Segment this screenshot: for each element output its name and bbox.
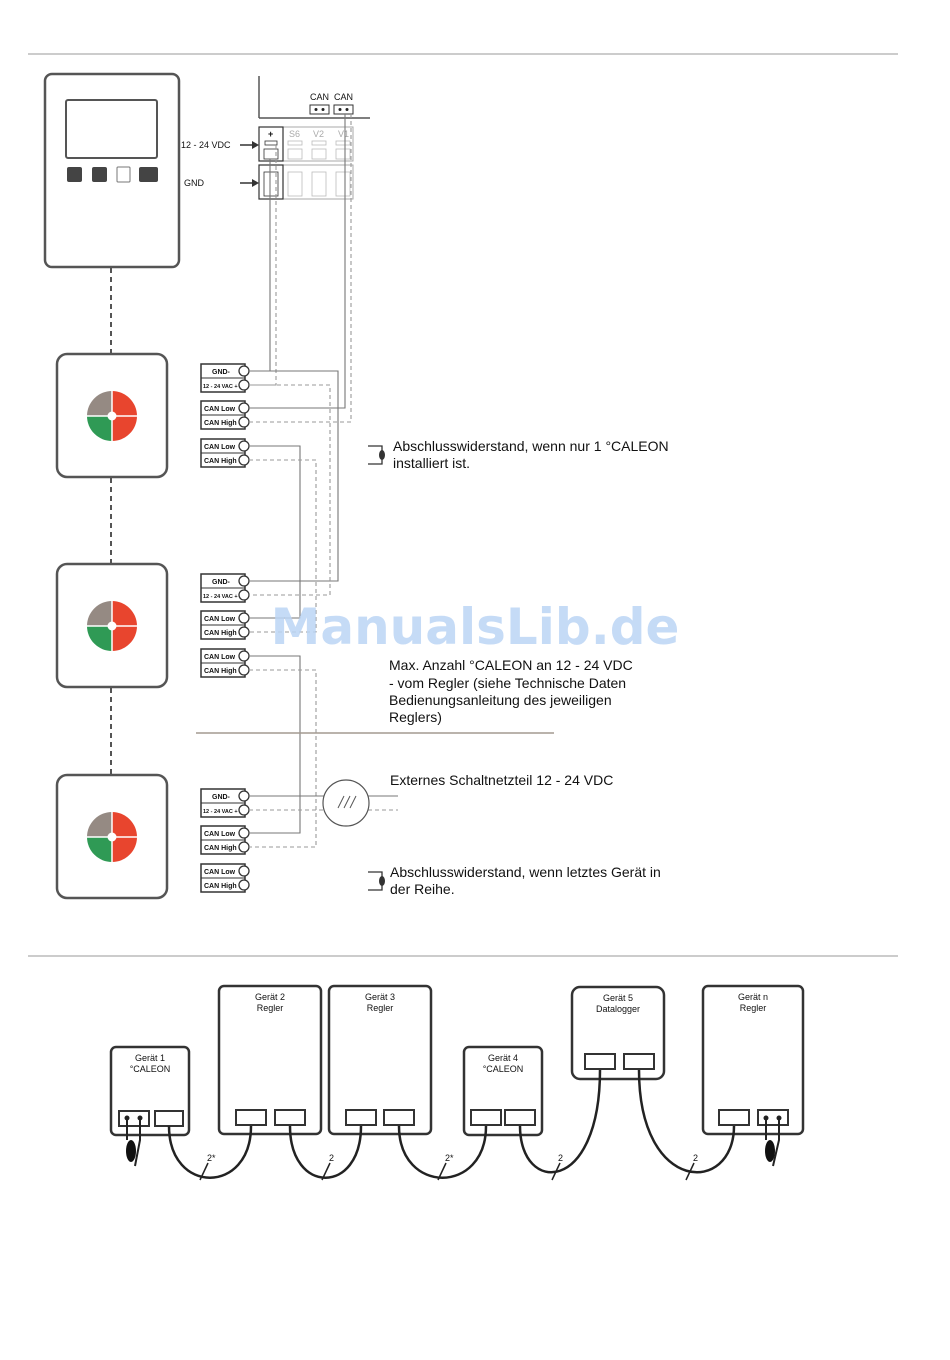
device-2-type: Regler — [257, 1003, 284, 1013]
can-low-terminal-label: CAN Low — [204, 654, 236, 661]
caleon-module-2 — [55, 562, 169, 689]
vac-terminal-label: 12 - 24 VAC + — [203, 594, 238, 600]
wiring — [249, 114, 398, 848]
device-1-type: °CALEON — [130, 1064, 171, 1074]
caleon-module-3 — [55, 773, 169, 900]
gnd-terminal-label: GND- — [212, 579, 231, 586]
controller-button-4 — [139, 167, 158, 182]
device-5: Gerät 5 Datalogger — [570, 985, 666, 1081]
cables — [167, 1069, 736, 1179]
terminator-resistor-icon — [765, 1118, 780, 1167]
gnd-terminal-label: GND- — [212, 794, 231, 801]
can-high-terminal-label: CAN High — [204, 668, 237, 675]
can-high-terminal-label: CAN High — [204, 883, 237, 890]
device-4: Gerät 4 °CALEON — [462, 1045, 544, 1137]
can-low-terminal-label: CAN Low — [204, 444, 236, 451]
device-3-type: Regler — [367, 1003, 394, 1013]
gnd-label: GND — [184, 178, 205, 188]
can-label-1: CAN — [310, 92, 329, 102]
caleon-dial-icon — [87, 812, 137, 862]
note-terminator-1-line-2: installiert ist. — [393, 455, 470, 471]
terminal-block: CAN CAN + S6 V2 V1 — [258, 76, 370, 200]
note-terminator-last-line-1: Abschlusswiderstand, wenn letztes Gerät … — [390, 864, 661, 880]
terminator-resistor-icon — [379, 876, 385, 886]
cable-label-4: 2 — [558, 1153, 563, 1163]
note-max-line-3: Bedienungsanleitung des jeweiligen — [389, 692, 612, 708]
watermark: ManualsLib.de — [271, 598, 680, 656]
device-n-name: Gerät n — [738, 992, 768, 1002]
controller-button-2 — [92, 167, 107, 182]
device-5-name: Gerät 5 — [603, 993, 633, 1003]
can-low-terminal-label: CAN Low — [204, 616, 236, 623]
cable-label-2: 2 — [329, 1153, 334, 1163]
device-1-name: Gerät 1 — [135, 1053, 165, 1063]
controller — [43, 72, 181, 269]
can-high-terminal-label: CAN High — [204, 630, 237, 637]
cable-label-3: 2* — [445, 1153, 454, 1163]
module-1-terminals: GND- 12 - 24 VAC + CAN Low CAN High CAN … — [200, 363, 250, 468]
can-low-terminal-label: CAN Low — [204, 831, 236, 838]
terminal-s6: S6 — [289, 129, 300, 139]
cable-ticks — [199, 1162, 695, 1181]
caleon-dial-icon — [87, 601, 137, 651]
device-3: Gerät 3 Regler — [327, 984, 433, 1136]
vac-terminal-label: 12 - 24 VAC + — [203, 809, 238, 815]
note-max-line-1: Max. Anzahl °CALEON an 12 - 24 VDC — [389, 657, 633, 673]
terminal-v2: V2 — [313, 129, 324, 139]
can-jack-1 — [309, 104, 330, 115]
device-4-name: Gerät 4 — [488, 1053, 518, 1063]
device-3-name: Gerät 3 — [365, 992, 395, 1002]
can-high-terminal-label: CAN High — [204, 845, 237, 852]
device-n-type: Regler — [740, 1003, 767, 1013]
caleon-dial-icon — [87, 391, 137, 441]
note-terminator-1-line-1: Abschlusswiderstand, wenn nur 1 °CALEON — [393, 438, 669, 454]
can-low-terminal-label: CAN Low — [204, 406, 236, 413]
controller-button-3 — [116, 166, 131, 183]
module-3-terminals: GND- 12 - 24 VAC + CAN Low CAN High CAN … — [200, 788, 250, 893]
module-2-terminals: GND- 12 - 24 VAC + CAN Low CAN High CAN … — [200, 573, 250, 678]
note-terminator-last-line-2: der Reihe. — [390, 881, 455, 897]
can-high-terminal-label: CAN High — [204, 458, 237, 465]
note-max-line-2: - vom Regler (siehe Technische Daten — [389, 675, 626, 691]
device-2-name: Gerät 2 — [255, 992, 285, 1002]
device-n: Gerät n Regler — [701, 984, 805, 1136]
supply-label: 12 - 24 VDC — [181, 140, 231, 150]
cable-label-5: 2 — [693, 1153, 698, 1163]
device-2: Gerät 2 Regler — [217, 984, 323, 1136]
cable-label-1: 2* — [207, 1153, 216, 1163]
can-low-terminal-label: CAN Low — [204, 869, 236, 876]
terminal-plus: + — [268, 129, 273, 139]
terminal-v1: V1 — [338, 129, 349, 139]
terminator-resistor-icon — [126, 1118, 141, 1167]
controller-button-1 — [67, 167, 82, 182]
controller-display — [65, 99, 158, 159]
terminator-resistor-icon — [379, 450, 385, 460]
device-1: Gerät 1 °CALEON — [109, 1045, 191, 1137]
can-high-terminal-label: CAN High — [204, 420, 237, 427]
can-label-2: CAN — [334, 92, 353, 102]
device-4-type: °CALEON — [483, 1064, 524, 1074]
power-supply-icon — [322, 779, 370, 827]
caleon-module-1 — [55, 352, 169, 479]
vac-terminal-label: 12 - 24 VAC + — [203, 384, 238, 390]
gnd-terminal-label: GND- — [212, 369, 231, 376]
device-5-type: Datalogger — [596, 1004, 640, 1014]
note-psu: Externes Schaltnetzteil 12 - 24 VDC — [390, 772, 613, 788]
can-jack-2 — [333, 104, 354, 115]
note-max-line-4: Reglers) — [389, 709, 442, 725]
